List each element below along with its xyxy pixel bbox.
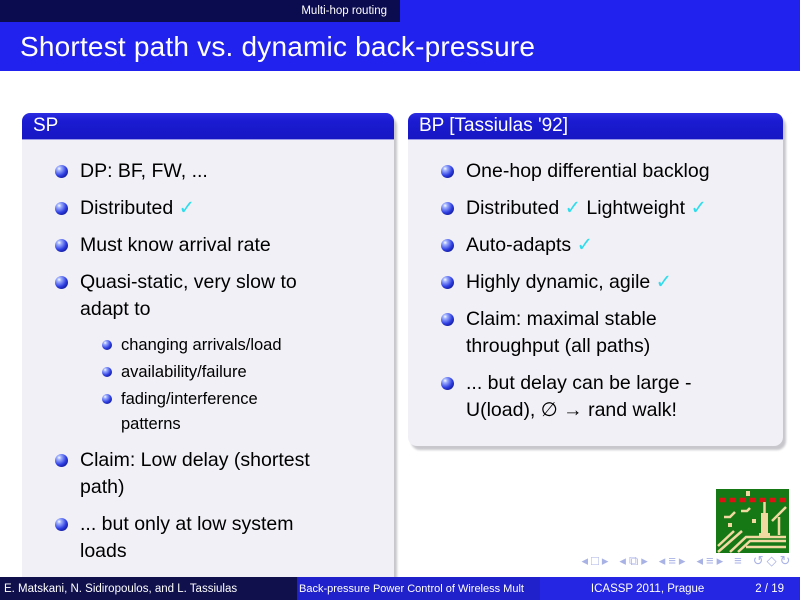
- ball-bullet-icon: [441, 313, 454, 326]
- paper-title-label: Back-pressure Power Control of Wireless …: [299, 582, 524, 595]
- item-text: changing arrivals/load: [121, 336, 282, 354]
- block-sp: SP DP: BF, FW, ... Distributed ✓ Must know…: [22, 113, 394, 587]
- item-text: ... but delay can be large - U(load), ∅ …: [466, 372, 692, 421]
- ball-bullet-icon: [55, 239, 68, 252]
- section-label: Multi-hop routing: [301, 5, 387, 17]
- page-counter: 2 / 19: [755, 582, 784, 595]
- item-text: Auto-adapts ✓: [466, 234, 593, 256]
- item-text: Quasi-static, very slow to adapt to: [80, 271, 297, 320]
- nav-symbol-icon[interactable]: ◂: [696, 553, 703, 568]
- sub-bullet-item: fading/interference patterns: [102, 387, 390, 437]
- item-text: fading/interference patterns: [121, 390, 258, 433]
- checkmark-icon: ✓: [690, 197, 707, 219]
- bullet-item: ... but delay can be large - U(load), ∅ …: [416, 370, 779, 424]
- bullet-item: ... but only at low system loads: [30, 511, 390, 565]
- ball-bullet-icon: [55, 454, 68, 467]
- ball-bullet-icon: [102, 340, 112, 350]
- footer-authors-cell: E. Matskani, N. Sidiropoulos, and L. Tas…: [0, 577, 297, 600]
- item-text: Highly dynamic, agile ✓: [466, 271, 673, 293]
- ball-bullet-icon: [441, 202, 454, 215]
- section-nav-bar: Multi-hop routing: [0, 0, 800, 22]
- item-text: DP: BF, FW, ...: [80, 160, 208, 182]
- ball-bullet-icon: [55, 202, 68, 215]
- ball-bullet-icon: [102, 367, 112, 377]
- bullet-item: Auto-adapts ✓: [416, 232, 779, 259]
- checkmark-icon: ✓: [564, 197, 581, 219]
- nav-symbols: ◂□▸◂⧉▸◂≡▸◂≡▸≡↺◇↻: [580, 553, 792, 569]
- ball-bullet-icon: [102, 394, 112, 404]
- item-text: availability/failure: [121, 363, 247, 381]
- item-text: ... but only at low system loads: [80, 513, 294, 562]
- nav-symbol-icon[interactable]: ▸: [641, 553, 648, 568]
- bullet-item: Claim: maximal stable throughput (all pa…: [416, 306, 779, 360]
- block-header: BP [Tassiulas '92]: [408, 113, 783, 140]
- item-text: Distributed ✓ Lightweight ✓: [466, 197, 707, 219]
- footer-paper-title-cell: Back-pressure Power Control of Wireless …: [297, 577, 540, 600]
- bullet-item: Claim: Low delay (shortest path): [30, 447, 390, 501]
- nav-symbol-icon[interactable]: ≡: [668, 553, 676, 568]
- item-text: One-hop differential backlog: [466, 160, 710, 182]
- nav-symbol-icon[interactable]: ▸: [716, 553, 724, 568]
- bullet-item: Must know arrival rate: [30, 232, 390, 259]
- nav-symbol-icon[interactable]: □: [591, 553, 599, 568]
- bullet-item: Distributed ✓: [30, 195, 390, 222]
- venue-label: ICASSP 2011, Prague: [590, 582, 705, 595]
- item-text: Distributed ✓: [80, 197, 195, 219]
- item-text: Must know arrival rate: [80, 234, 271, 256]
- sub-bullet-item: availability/failure: [102, 360, 390, 385]
- section-cell[interactable]: Multi-hop routing: [0, 0, 400, 22]
- bullet-item: Distributed ✓ Lightweight ✓: [416, 195, 779, 222]
- bullet-item: Quasi-static, very slow to adapt to: [30, 269, 390, 323]
- item-text: Claim: maximal stable throughput (all pa…: [466, 308, 657, 357]
- nav-symbol-icon[interactable]: ▸: [601, 553, 609, 568]
- footer-meta-cell: ICASSP 2011, Prague 2 / 19: [540, 577, 800, 600]
- subsection-cell: [400, 0, 800, 22]
- bullet-item: Highly dynamic, agile ✓: [416, 269, 779, 296]
- nav-symbol-icon[interactable]: ⧉: [628, 553, 639, 568]
- nav-symbol-icon[interactable]: ◂: [658, 553, 666, 568]
- nav-symbol-icon[interactable]: ◂: [581, 553, 589, 568]
- nav-symbol-icon[interactable]: ≡: [705, 553, 714, 568]
- nav-symbol-icon[interactable]: ↺: [752, 553, 764, 568]
- block-title: SP: [33, 115, 59, 136]
- ball-bullet-icon: [441, 239, 454, 252]
- ball-bullet-icon: [441, 377, 454, 390]
- checkmark-icon: ✓: [655, 271, 673, 293]
- ball-bullet-icon: [441, 165, 454, 178]
- slide-title: Shortest path vs. dynamic back-pressure: [20, 30, 536, 62]
- sub-bullet-item: changing arrivals/load: [102, 333, 390, 358]
- block-header: SP: [22, 113, 394, 140]
- authors-label: E. Matskani, N. Sidiropoulos, and L. Tas…: [4, 582, 238, 595]
- footline: E. Matskani, N. Sidiropoulos, and L. Tas…: [0, 577, 800, 600]
- ball-bullet-icon: [441, 276, 454, 289]
- nav-symbol-icon[interactable]: ≡: [734, 553, 742, 568]
- item-text: Claim: Low delay (shortest path): [80, 449, 310, 498]
- block-list: DP: BF, FW, ... Distributed ✓ Must know ar…: [22, 140, 394, 587]
- block-bp: BP [Tassiulas '92] One-hop differential …: [408, 113, 783, 446]
- title-bar: Shortest path vs. dynamic back-pressure: [0, 22, 800, 71]
- nav-symbol-icon[interactable]: ◂: [619, 553, 626, 568]
- ball-bullet-icon: [55, 165, 68, 178]
- block-title: BP [Tassiulas '92]: [419, 115, 569, 136]
- bullet-item: DP: BF, FW, ...: [30, 158, 390, 185]
- nav-symbol-icon[interactable]: ▸: [678, 553, 686, 568]
- nav-symbol-icon[interactable]: ◇: [766, 553, 777, 568]
- nav-symbol-icon[interactable]: ↻: [779, 553, 791, 568]
- ball-bullet-icon: [55, 276, 68, 289]
- circuit-board-skyline-logo-icon: [716, 489, 789, 553]
- checkmark-icon: ✓: [178, 197, 195, 219]
- ball-bullet-icon: [55, 518, 68, 531]
- checkmark-icon: ✓: [576, 234, 593, 256]
- bullet-item: One-hop differential backlog: [416, 158, 779, 185]
